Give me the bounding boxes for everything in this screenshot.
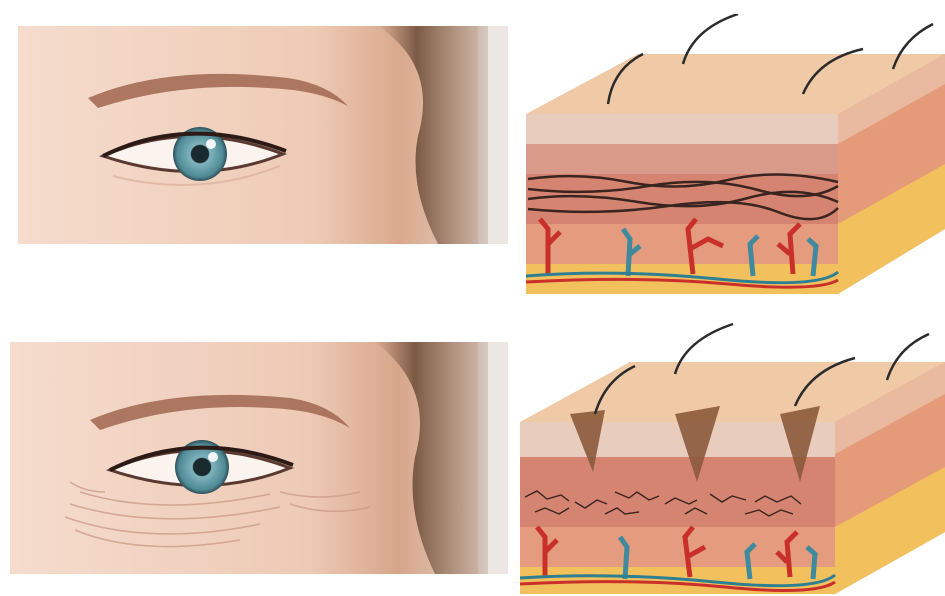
epidermis-layer	[526, 114, 838, 144]
youthful-skin-cross-section	[518, 14, 945, 296]
aged-skin-cross-section	[515, 322, 945, 596]
aged-eye-photo	[10, 342, 508, 574]
dermis-layer	[520, 457, 835, 527]
youthful-eye-photo	[18, 26, 508, 244]
